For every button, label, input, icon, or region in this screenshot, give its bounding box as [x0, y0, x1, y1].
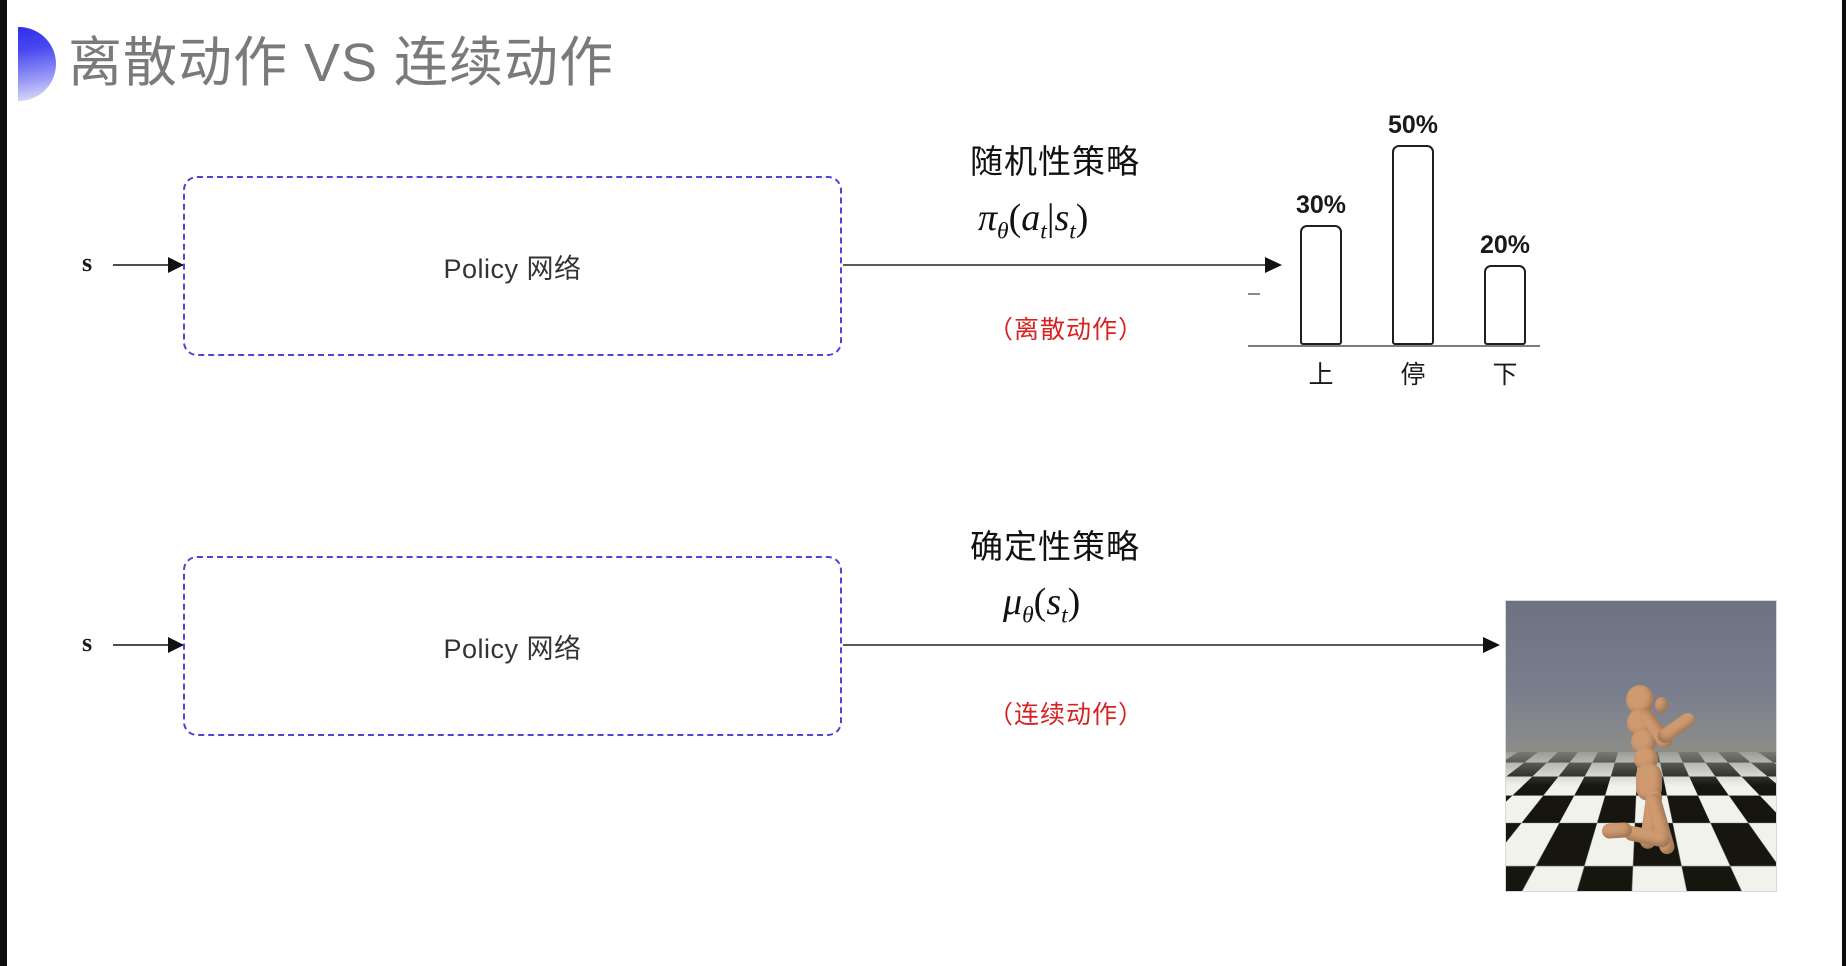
formula-theta: θ [997, 218, 1009, 245]
bar-rect [1300, 225, 1342, 345]
state-label-continuous: s [82, 628, 93, 657]
formula-mu: μ [1003, 581, 1023, 623]
action-note-discrete: （离散动作） [988, 316, 1145, 344]
policy-network-box-discrete[interactable]: Policy 网络 [183, 176, 842, 356]
bar-value-label: 20% [1479, 231, 1531, 259]
discrete-action-bar-chart: 30% 50% 20% 上 停 下 [1240, 95, 1840, 405]
formula-s-sub-t: t [1069, 218, 1076, 245]
policy-network-label: Policy 网络 [443, 253, 582, 284]
formula-deterministic-policy: μθ(st) [1003, 580, 1080, 630]
policy-network-box-continuous[interactable]: Policy 网络 [183, 556, 842, 736]
formula-pi: π [978, 197, 998, 239]
bar-category-label: 停 [1400, 361, 1426, 389]
bar-rect [1392, 145, 1434, 345]
input-arrow-discrete [113, 257, 184, 273]
bar-column: 50% [1387, 105, 1439, 345]
state-label-discrete: s [82, 248, 93, 277]
bar-category-label: 上 [1308, 361, 1334, 389]
output-arrow-discrete [843, 257, 1282, 273]
bar-rect [1484, 265, 1526, 345]
humanoid-simulation-image [1505, 600, 1777, 892]
bar-value-label: 50% [1387, 111, 1439, 139]
formula-open-paren: ( [1008, 197, 1022, 239]
bar-column: 20% [1479, 105, 1531, 345]
left-letterbox-strip [0, 0, 7, 966]
half-circle-decoration-icon [18, 27, 56, 101]
policy-kind-stochastic: 随机性策略 [970, 143, 1140, 180]
bar-value-label: 30% [1295, 191, 1347, 219]
formula-open-paren: ( [1033, 581, 1047, 623]
formula-s-sub-t: t [1061, 602, 1068, 629]
humanoid-rear-foot [1601, 821, 1633, 840]
formula-stochastic-policy: πθ(at|st) [978, 196, 1088, 246]
formula-pipe: | [1046, 197, 1055, 239]
action-note-continuous: （连续动作） [988, 701, 1145, 729]
chart-baseline-axis [1248, 345, 1540, 347]
page-title: 离散动作 VS 连续动作 [68, 33, 615, 93]
policy-network-label: Policy 网络 [443, 633, 582, 664]
formula-s: s [1046, 581, 1062, 623]
bar-category-label: 下 [1492, 361, 1518, 389]
policy-kind-deterministic: 确定性策略 [970, 528, 1140, 565]
formula-theta: θ [1022, 602, 1034, 629]
formula-a-sub-t: t [1040, 218, 1047, 245]
formula-a: a [1021, 197, 1041, 239]
right-letterbox-strip [1842, 0, 1846, 966]
input-arrow-continuous [113, 637, 184, 653]
output-arrow-continuous [843, 637, 1500, 653]
formula-s: s [1054, 197, 1070, 239]
formula-close-paren: ) [1067, 581, 1081, 623]
humanoid-hand [1655, 697, 1668, 713]
axis-tick-left [1248, 293, 1260, 295]
chart-bars-group: 30% 50% 20% [1295, 105, 1531, 345]
chart-category-labels: 上 停 下 [1298, 355, 1528, 391]
formula-close-paren: ) [1075, 197, 1089, 239]
bar-column: 30% [1295, 105, 1347, 345]
